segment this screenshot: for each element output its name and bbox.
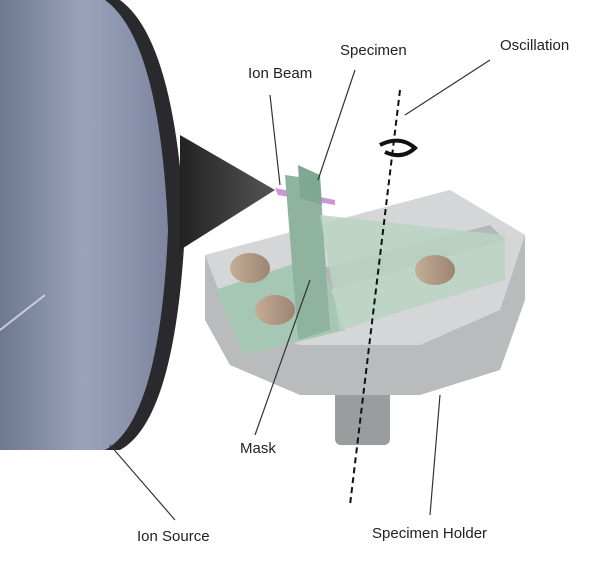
label-specimen: Specimen (340, 42, 407, 59)
rotation-arrow-icon (379, 138, 419, 158)
screws (230, 253, 455, 325)
specimen (298, 165, 322, 205)
label-ion-source: Ion Source (137, 528, 210, 545)
ion-source-body (0, 0, 185, 450)
label-mask: Mask (240, 440, 276, 457)
label-specimen-holder: Specimen Holder (372, 525, 488, 542)
leader-lines (109, 59, 491, 521)
ion-gun-cone (180, 135, 275, 250)
label-oscillation: Oscillation (500, 37, 570, 54)
label-ion-beam: Ion Beam (248, 65, 313, 82)
